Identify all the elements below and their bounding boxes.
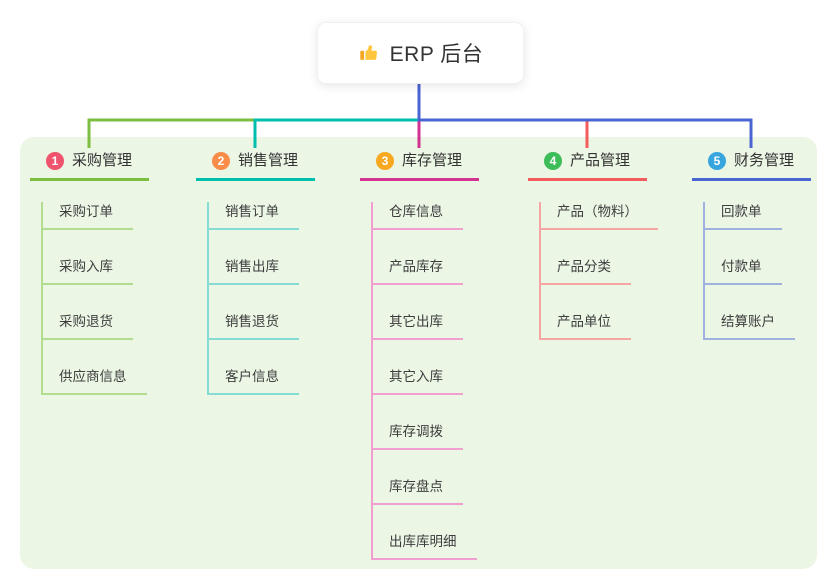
number-badge: 2 [212,152,230,170]
child-item[interactable]: 产品单位 [541,312,631,340]
number-badge: 3 [376,152,394,170]
branch-inventory: 3 库存管理 仓库信息产品库存其它出库其它入库库存调拨库存盘点出库库明细 [360,150,479,560]
child-item[interactable]: 其它出库 [373,312,463,340]
branch-sales: 2 销售管理 销售订单销售出库销售退货客户信息 [196,150,315,395]
branch-title: 销售管理 [238,152,299,169]
branch-product: 4 产品管理 产品（物料） 产品分类产品单位 [528,150,658,340]
child-item[interactable]: 供应商信息 [43,367,147,395]
branch-children: 产品（物料） 产品分类产品单位 [539,202,658,340]
branch-children: 采购订单采购入库采购退货供应商信息 [41,202,149,395]
branch-title: 采购管理 [72,152,133,169]
branch-node-product[interactable]: 4 产品管理 [528,150,647,181]
branch-children: 销售订单销售出库销售退货客户信息 [207,202,315,395]
root-node-erp[interactable]: ERP 后台 [317,22,524,84]
mindmap-background-panel [20,137,817,569]
branch-purchase: 1 采购管理 采购订单采购入库采购退货供应商信息 [30,150,149,395]
child-item[interactable]: 结算账户 [705,312,795,340]
branch-children: 回款单付款单结算账户 [703,202,811,340]
branch-title: 产品管理 [570,152,631,169]
child-item[interactable]: 销售出库 [209,257,299,285]
branch-title: 库存管理 [402,152,463,169]
branch-node-purchase[interactable]: 1 采购管理 [30,150,149,181]
thumbs-up-icon [359,45,377,60]
child-item[interactable]: 采购退货 [43,312,133,340]
child-item[interactable]: 产品（物料） [541,202,658,230]
child-item[interactable]: 其它入库 [373,367,463,395]
child-item[interactable]: 回款单 [705,202,782,230]
number-badge: 5 [708,152,726,170]
child-item[interactable]: 销售退货 [209,312,299,340]
number-badge: 1 [46,152,64,170]
branch-children: 仓库信息产品库存其它出库其它入库库存调拨库存盘点出库库明细 [371,202,479,560]
root-node-title: ERP 后台 [389,43,484,66]
child-item[interactable]: 出库库明细 [373,532,477,560]
child-item[interactable]: 仓库信息 [373,202,463,230]
child-item[interactable]: 库存调拨 [373,422,463,450]
branch-node-inventory[interactable]: 3 库存管理 [360,150,479,181]
child-item[interactable]: 产品分类 [541,257,631,285]
child-item[interactable]: 产品库存 [373,257,463,285]
branch-finance: 5 财务管理 回款单付款单结算账户 [692,150,811,340]
child-item[interactable]: 销售订单 [209,202,299,230]
child-item[interactable]: 付款单 [705,257,782,285]
child-item[interactable]: 库存盘点 [373,477,463,505]
child-item[interactable]: 客户信息 [209,367,299,395]
branch-title: 财务管理 [734,152,795,169]
child-item[interactable]: 采购订单 [43,202,133,230]
branch-node-sales[interactable]: 2 销售管理 [196,150,315,181]
branch-node-finance[interactable]: 5 财务管理 [692,150,811,181]
child-item[interactable]: 采购入库 [43,257,133,285]
number-badge: 4 [544,152,562,170]
